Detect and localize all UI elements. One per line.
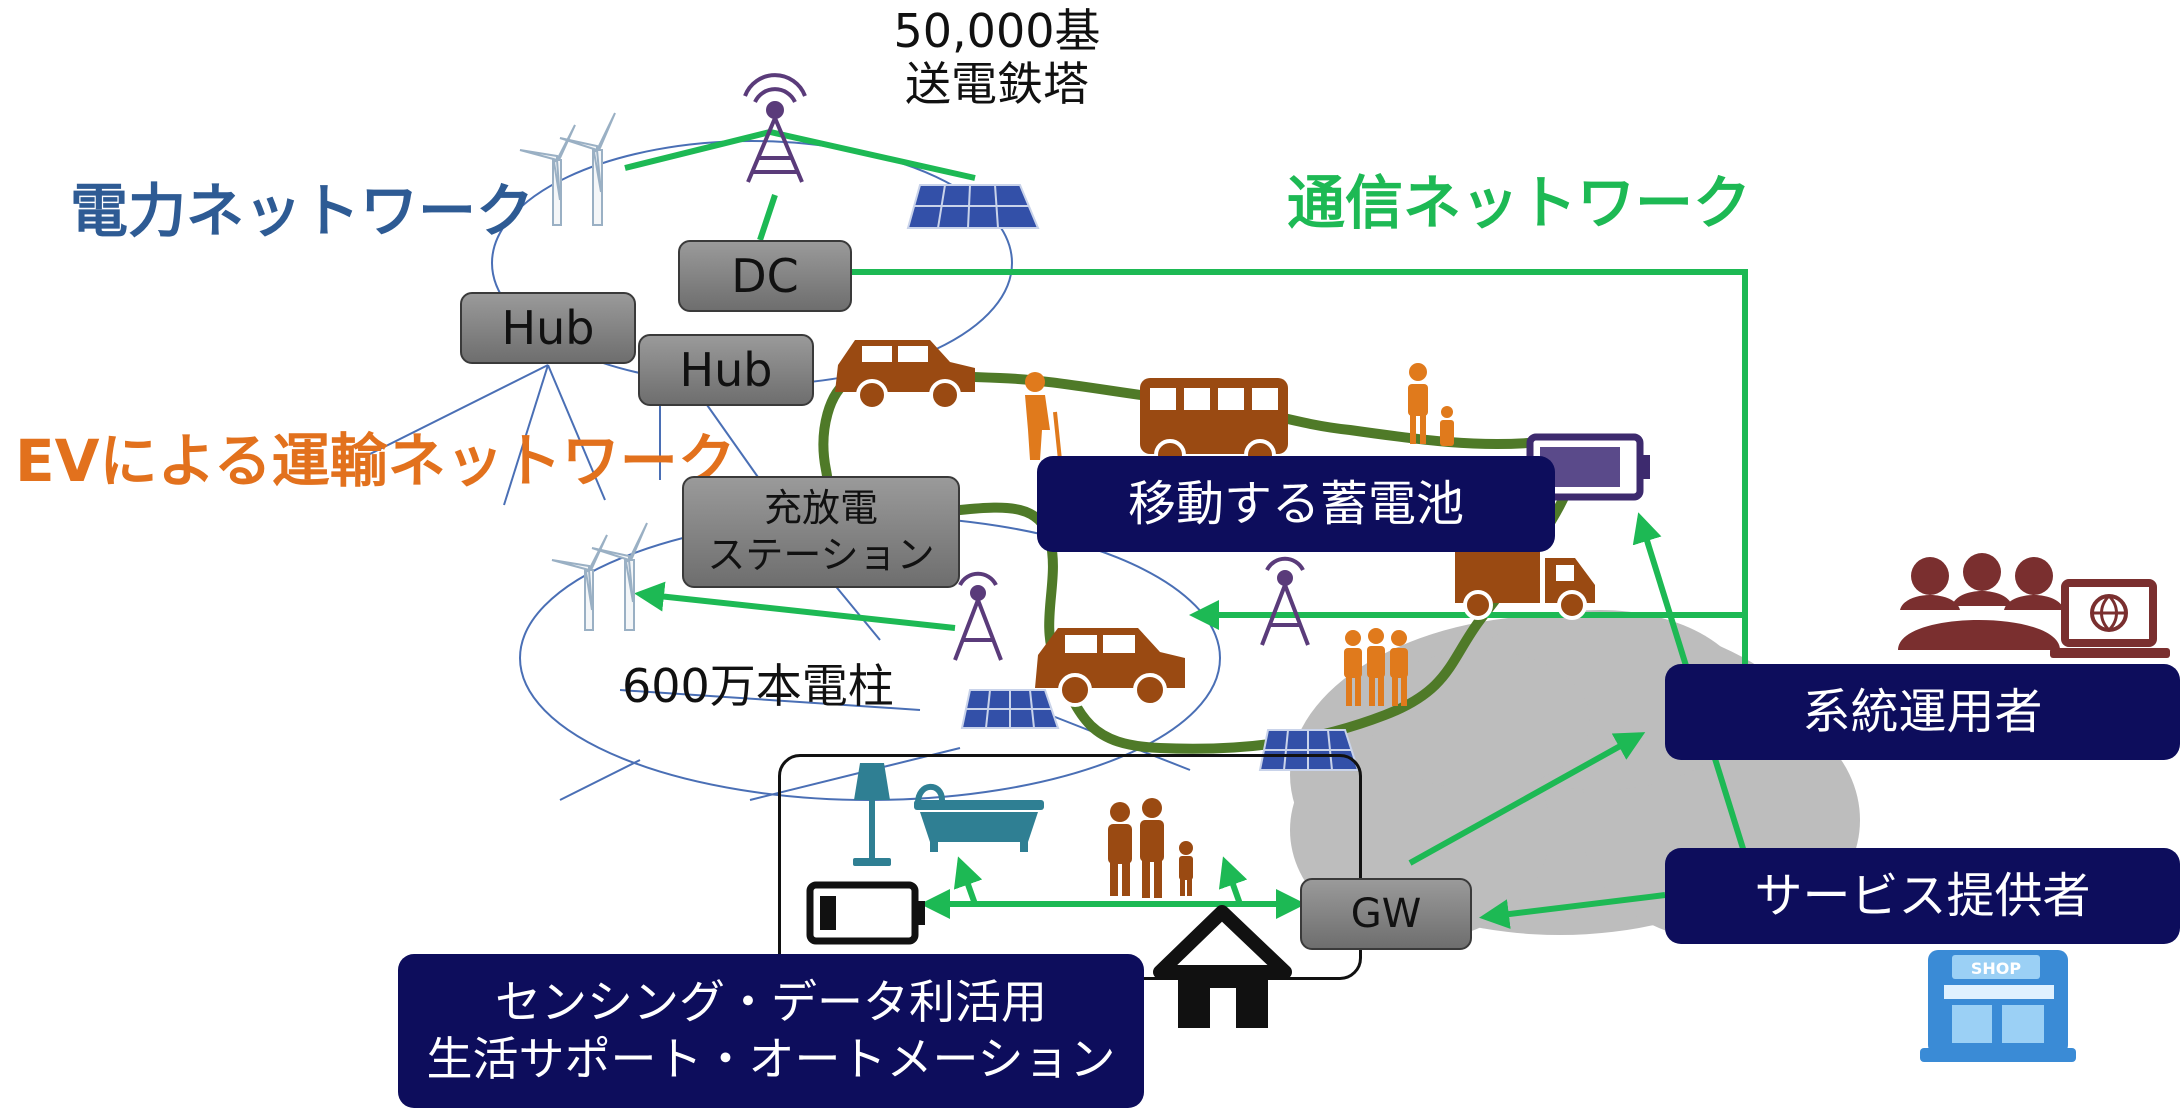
battery-icon xyxy=(1526,433,1650,501)
people-icon xyxy=(1408,363,1454,446)
sensing-box: センシング・データ利活用 生活サポート・オートメーション xyxy=(398,954,1144,1108)
car-icon xyxy=(835,340,975,411)
hub-box: Hub xyxy=(638,334,814,406)
gateway-box: GW xyxy=(1300,878,1472,950)
truck-icon xyxy=(1455,548,1595,620)
solar-panel-icon xyxy=(1258,729,1360,771)
transmission-tower-icon xyxy=(743,73,807,183)
ev-network-title: EVによる運輸ネットワーク xyxy=(15,427,736,495)
home-frame xyxy=(778,754,1362,980)
hub-box: Hub xyxy=(460,292,636,364)
towers-label: 50,000基 送電鉄塔 xyxy=(893,4,1101,111)
shop-icon: SHOP xyxy=(1920,950,2076,1062)
comm-network-lines xyxy=(624,128,1748,929)
grid-operator-box: 系統運用者 xyxy=(1665,664,2180,760)
solar-panel-icon xyxy=(906,184,1040,229)
wind-turbine-icon xyxy=(551,522,648,631)
wind-turbine-icon xyxy=(519,112,616,226)
meeting-icon xyxy=(1898,553,2170,658)
people-icon xyxy=(1108,798,1193,898)
power-network-title: 電力ネットワーク xyxy=(70,177,535,245)
poles-label: 600万本電柱 xyxy=(622,659,894,713)
people-icon xyxy=(1344,628,1408,706)
comm-network-title: 通信ネットワーク xyxy=(1287,169,1752,237)
lamp-icon xyxy=(853,763,891,866)
charging-station-box: 充放電 ステーション xyxy=(682,476,960,588)
transmission-tower-icon xyxy=(1260,556,1310,646)
solar-panel-icon xyxy=(960,689,1060,729)
service-provider-box: サービス提供者 xyxy=(1665,848,2180,944)
transmission-tower-icon xyxy=(953,571,1003,661)
bathtub-icon xyxy=(914,783,1044,852)
battery-icon xyxy=(806,881,925,945)
car-icon xyxy=(1035,628,1185,707)
shop-sign: SHOP xyxy=(1971,959,2022,978)
elderly-icon xyxy=(1025,372,1062,461)
dc-box: DC xyxy=(678,240,852,312)
mobile-battery-box: 移動する蓄電池 xyxy=(1037,456,1555,552)
